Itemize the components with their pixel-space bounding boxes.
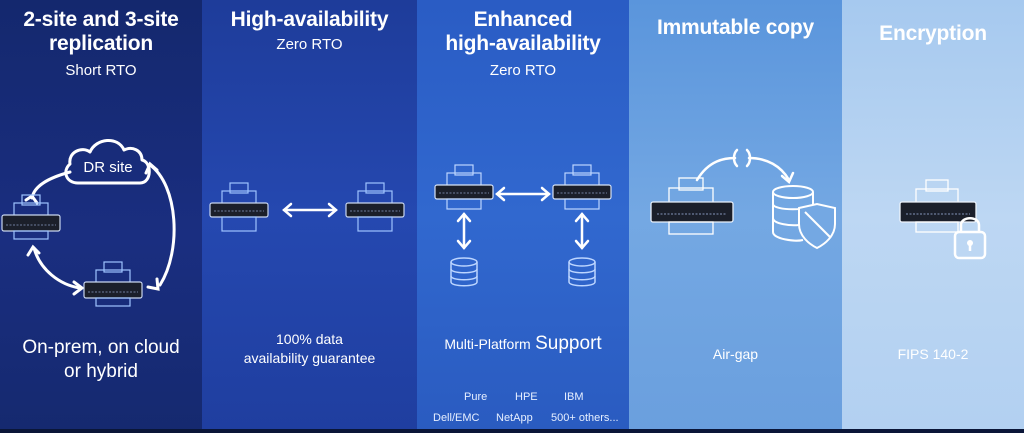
title-line: high-availability	[445, 32, 601, 55]
bottom-bar	[0, 429, 1024, 433]
vendor-label: Dell/EMC	[433, 412, 480, 424]
column-title: Encryption	[879, 22, 987, 45]
column-bottom-text: Multi-Platform Support	[417, 333, 629, 355]
server-icon	[434, 164, 494, 210]
vendor-label: IBM	[564, 391, 584, 403]
server-icon	[650, 177, 734, 235]
vertical-arrows	[456, 212, 590, 250]
bottom-small-text: Multi-Platform	[444, 336, 531, 352]
column-enhanced-high-availability: Enhanced high-availability Zero RTO	[417, 0, 629, 433]
encryption-diagram	[899, 179, 987, 260]
bottom-line: or hybrid	[64, 361, 138, 382]
column-bottom-text: Air-gap	[712, 346, 759, 362]
server-icon	[1, 194, 61, 240]
lock-icon	[953, 217, 987, 260]
column-subtitle: Zero RTO	[489, 62, 557, 79]
replication-arrows	[24, 161, 176, 296]
title-line: replication	[49, 32, 153, 55]
column-title: Immutable copy	[656, 16, 815, 39]
title-line: Enhanced	[473, 8, 573, 31]
server-icon	[899, 179, 977, 233]
server-icon	[552, 164, 612, 210]
shield-database-icon	[772, 185, 836, 250]
bottom-line: availability guarantee	[243, 350, 376, 366]
column-bottom-text: FIPS 140-2	[897, 346, 969, 362]
column-title: Enhanced high-availability	[417, 8, 629, 56]
title-line: 2-site and 3-site	[23, 8, 179, 31]
server-icon	[345, 182, 405, 232]
column-title: High-availability	[230, 8, 389, 31]
column-title: 2-site and 3-site replication	[0, 8, 202, 56]
vendor-label: HPE	[515, 391, 538, 403]
cloud-icon: DR site	[64, 139, 151, 185]
column-replication: 2-site and 3-site replication Short RTO …	[0, 0, 202, 433]
replication-diagram: DR site	[1, 139, 176, 307]
high-availability-diagram	[209, 182, 405, 232]
double-arrow-icon	[282, 202, 338, 218]
bottom-line: 100% data	[276, 331, 343, 347]
vendor-label: 500+ others...	[551, 412, 619, 424]
enhanced-ha-diagram	[434, 164, 612, 287]
bottom-large-text: Support	[535, 333, 602, 354]
double-arrow-icon	[495, 186, 551, 202]
bottom-line: On-prem, on cloud	[22, 337, 180, 358]
server-icon	[83, 261, 143, 307]
air-gap-arrow	[695, 148, 795, 185]
database-icon	[568, 257, 596, 287]
server-icon	[209, 182, 269, 232]
column-immutable-copy: Immutable copy	[629, 0, 842, 433]
column-subtitle: Short RTO	[65, 62, 137, 79]
vendor-label: NetApp	[496, 412, 533, 424]
vendor-label: Pure	[464, 391, 488, 403]
column-encryption: Encryption FIPS 140-2	[842, 0, 1024, 433]
immutable-copy-diagram	[650, 148, 836, 250]
column-subtitle: Zero RTO	[276, 36, 343, 53]
database-icon	[450, 257, 478, 287]
dr-site-label: DR site	[83, 159, 132, 176]
column-bottom-text: On-prem, on cloud or hybrid	[0, 336, 202, 384]
column-high-availability: High-availability Zero RTO	[202, 0, 417, 433]
column-bottom-text: 100% data availability guarantee	[202, 330, 417, 368]
